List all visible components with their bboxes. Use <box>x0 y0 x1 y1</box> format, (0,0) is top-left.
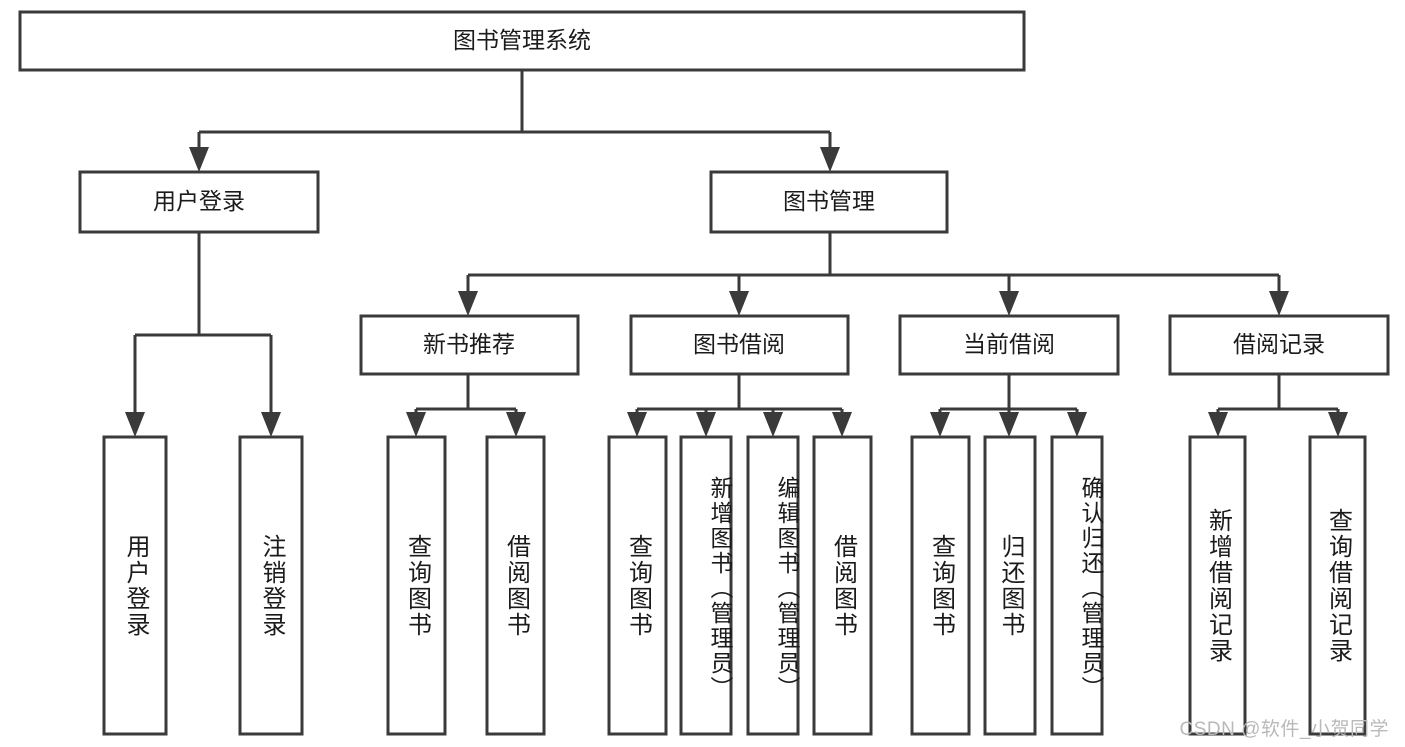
arrow-head-cb-confirm-return <box>1067 412 1087 437</box>
arrow-head-user-login <box>189 147 209 172</box>
arrow-head-nbr-query-book <box>406 412 426 437</box>
node-book-borrow-label: 图书借阅 <box>693 331 785 357</box>
edges-root-to-level2 <box>189 70 840 172</box>
leaf-box-cb-return-book[interactable] <box>983 435 1037 736</box>
leaf-box-bb-edit-book[interactable] <box>746 435 800 736</box>
node-current-borrow[interactable]: 当前借阅 <box>898 314 1120 376</box>
node-book-management-label: 图书管理 <box>783 188 875 214</box>
arrow-head-leaf-user-login <box>125 412 145 437</box>
arrow-head-bb-borrow-book <box>832 412 852 437</box>
leaf-box-nbr-borrow-book[interactable] <box>485 435 546 736</box>
arrow-head-nbr-borrow-book <box>506 412 526 437</box>
node-user-login-box[interactable] <box>78 170 320 234</box>
leaf-box-bb-borrow-book[interactable] <box>812 435 873 736</box>
node-new-book-recommend-box[interactable] <box>359 314 580 376</box>
edges-borrow-record-to-leaves <box>1208 374 1348 437</box>
node-borrow-record[interactable]: 借阅记录 <box>1168 314 1390 376</box>
node-book-management-box[interactable] <box>709 170 949 234</box>
node-current-borrow-label: 当前借阅 <box>963 331 1055 357</box>
arrow-head-new-book-rec <box>458 291 478 316</box>
node-user-login[interactable]: 用户登录 <box>78 170 320 234</box>
arrow-head-br-add-record <box>1208 412 1228 437</box>
arrow-head-bb-query-book <box>627 412 647 437</box>
node-book-management[interactable]: 图书管理 <box>709 170 949 234</box>
leaf-box-br-add-record[interactable] <box>1188 435 1247 736</box>
arrow-head-current-borrow <box>999 291 1019 316</box>
arrow-head-borrow-record <box>1269 291 1289 316</box>
node-new-book-recommend[interactable]: 新书推荐 <box>359 314 580 376</box>
leaf-box-br-query-record[interactable] <box>1308 435 1367 736</box>
node-new-book-recommend-label: 新书推荐 <box>423 331 515 357</box>
node-current-borrow-box[interactable] <box>898 314 1120 376</box>
arrow-head-cb-query-book <box>930 412 950 437</box>
arrow-head-cb-return-book <box>999 412 1019 437</box>
leaf-box-cb-confirm-return[interactable] <box>1050 435 1104 736</box>
leaf-box-cb-query-book[interactable] <box>910 435 971 736</box>
node-root-system[interactable]: 图书管理系统 <box>18 10 1026 72</box>
arrow-head-book-mgmt <box>820 147 840 172</box>
edges-user-login-to-leaves <box>125 232 281 437</box>
node-root-system-box[interactable] <box>18 10 1026 72</box>
arrow-head-bb-add-book <box>696 412 716 437</box>
watermark-text: CSDN @软件_小贺同学 <box>1179 719 1389 740</box>
leaf-boxes <box>102 435 1367 736</box>
arrow-head-br-query-record <box>1328 412 1348 437</box>
node-book-borrow-box[interactable] <box>629 314 850 376</box>
edges-book-borrow-to-leaves <box>627 374 852 437</box>
leaf-box-bb-query-book[interactable] <box>607 435 668 736</box>
arrow-head-bb-edit-book <box>763 412 783 437</box>
node-borrow-record-box[interactable] <box>1168 314 1390 376</box>
node-user-login-label: 用户登录 <box>153 188 245 214</box>
leaf-box-bb-add-book[interactable] <box>679 435 733 736</box>
leaf-box-logout[interactable] <box>238 435 304 736</box>
leaf-box-user-login[interactable] <box>102 435 168 736</box>
node-root-system-label: 图书管理系统 <box>453 27 591 53</box>
leaf-box-nbr-query-book[interactable] <box>386 435 447 736</box>
edges-book-mgmt-to-level3 <box>458 232 1289 316</box>
arrow-head-leaf-logout <box>261 412 281 437</box>
edges-new-book-rec-to-leaves <box>406 374 526 437</box>
node-book-borrow[interactable]: 图书借阅 <box>629 314 850 376</box>
edges-current-borrow-to-leaves <box>930 374 1087 437</box>
arrow-head-book-borrow <box>729 291 749 316</box>
node-borrow-record-label: 借阅记录 <box>1233 331 1325 357</box>
